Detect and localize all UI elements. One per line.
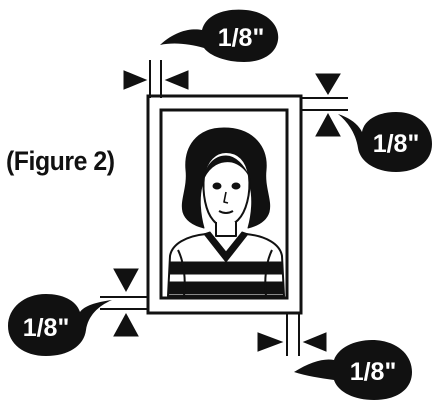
callout-right: 1/8" [338,112,432,172]
callout-top-label: 1/8" [218,24,265,52]
bottom-dimension-marker [257,312,327,356]
callout-bottom-label: 1/8" [350,358,397,386]
callout-bottom: 1/8" [294,340,412,400]
callout-left-label: 1/8" [23,314,70,342]
callout-right-label: 1/8" [373,130,420,158]
right-dimension-marker [302,73,348,137]
callout-top: 1/8" [160,9,279,62]
top-dimension-marker [123,60,189,98]
portrait-illustration [167,127,285,297]
left-dimension-marker [100,268,148,337]
figure-caption: (Figure 2) [6,146,115,176]
callout-left: 1/8" [8,294,112,356]
